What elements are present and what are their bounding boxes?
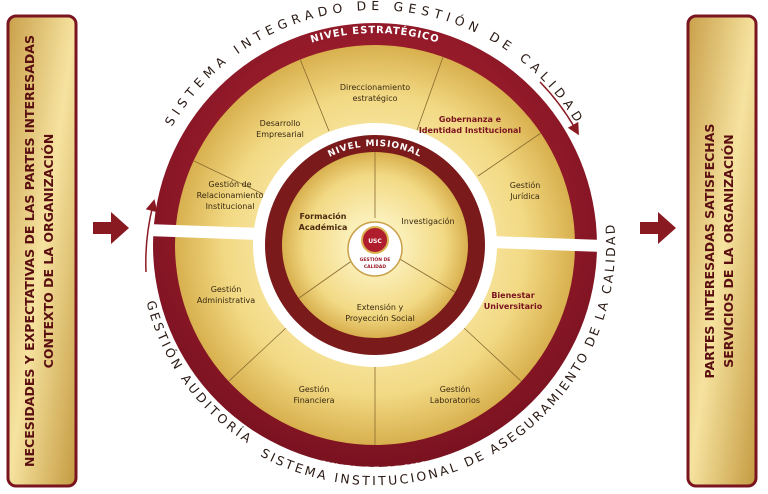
segment-investigacion: Investigación bbox=[401, 216, 454, 226]
segment-extension-line2: Proyección Social bbox=[345, 313, 415, 323]
segment-financiera-line2: Financiera bbox=[293, 396, 334, 405]
segment-administrativa-line1: Gestión bbox=[211, 284, 242, 294]
left-panel-line2: CONTEXTO DE LA ORGANIZACIÓN bbox=[41, 134, 56, 369]
segment-financiera: Gestión Financiera bbox=[293, 384, 334, 405]
segment-bienestar-line2: Universitario bbox=[484, 302, 543, 311]
cycle-arrow-top-right bbox=[539, 81, 579, 136]
left-panel-line1: NECESIDADES Y EXPECTATIVAS DE LAS PARTES… bbox=[22, 35, 37, 467]
logo-line2: CALIDAD bbox=[364, 264, 387, 270]
segment-relacionamiento-line3: Institucional bbox=[206, 202, 255, 211]
logo-mark: USC bbox=[368, 238, 382, 245]
segment-formacion-line2: Académica bbox=[299, 222, 348, 232]
segment-extension: Extensión y Proyección Social bbox=[345, 302, 415, 323]
cycle-arrow-left bbox=[145, 199, 158, 273]
outer-dividers bbox=[193, 56, 542, 445]
segment-administrativa: Gestión Administrativa bbox=[197, 284, 255, 305]
segment-laboratorios-line2: Laboratorios bbox=[430, 396, 480, 405]
right-panel-line1: PARTES INTERESADAS SATISFECHAS bbox=[702, 124, 717, 379]
segment-financiera-line1: Gestión bbox=[299, 384, 330, 394]
segment-juridica: Gestión Jurídica bbox=[509, 180, 540, 201]
segment-administrativa-line2: Administrativa bbox=[197, 296, 255, 305]
quality-logo: USC GESTIÓN DE CALIDAD bbox=[347, 221, 403, 277]
segment-juridica-line2: Jurídica bbox=[509, 192, 540, 201]
segment-direccionamiento-line1: Direccionamiento bbox=[340, 83, 410, 92]
segment-juridica-line1: Gestión bbox=[510, 180, 541, 190]
left-panel: NECESIDADES Y EXPECTATIVAS DE LAS PARTES… bbox=[6, 14, 78, 488]
segment-relacionamiento: Gestión de Relacionamiento Institucional bbox=[197, 179, 264, 211]
segment-direccionamiento: Direccionamiento estratégico bbox=[340, 83, 410, 103]
segment-relacionamiento-line2: Relacionamiento bbox=[197, 191, 264, 200]
right-panel-line2: SERVICIOS DE LA ORGANIZACIÓN bbox=[721, 134, 736, 368]
segment-laboratorios: Gestión Laboratorios bbox=[430, 384, 480, 405]
segment-desarrollo-line2: Empresarial bbox=[256, 130, 304, 139]
logo-line1: GESTIÓN DE bbox=[360, 256, 391, 263]
segment-desarrollo-line1: Desarrollo bbox=[260, 119, 301, 128]
segment-gobernanza-line1: Gobernanza e bbox=[439, 115, 502, 124]
right-panel: PARTES INTERESADAS SATISFECHAS SERVICIOS… bbox=[686, 14, 758, 488]
output-arrow-icon bbox=[640, 212, 676, 244]
segment-direccionamiento-line2: estratégico bbox=[352, 93, 397, 103]
segment-bienestar-line1: Bienestar bbox=[491, 291, 534, 300]
segment-gobernanza: Gobernanza e Identidad Institucional bbox=[419, 115, 522, 135]
input-arrow-icon bbox=[93, 212, 129, 244]
segment-bienestar: Bienestar Universitario bbox=[484, 291, 543, 311]
segment-relacionamiento-line1: Gestión de bbox=[208, 179, 251, 189]
inner-dividers bbox=[298, 152, 456, 299]
segment-formacion: Formación Académica bbox=[299, 211, 348, 232]
segment-formacion-line1: Formación bbox=[300, 211, 347, 221]
segment-gobernanza-line2: Identidad Institucional bbox=[419, 126, 522, 135]
segment-desarrollo: Desarrollo Empresarial bbox=[256, 119, 304, 139]
segment-extension-line1: Extensión y bbox=[357, 302, 404, 312]
segment-laboratorios-line1: Gestión bbox=[440, 384, 471, 394]
